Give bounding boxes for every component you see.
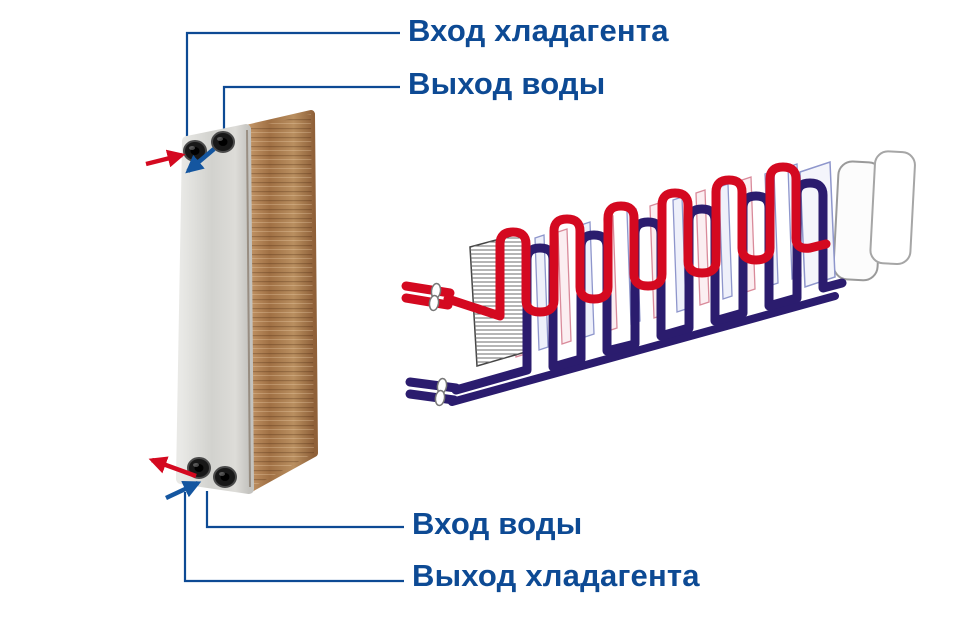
heat-exchanger-unit bbox=[145, 110, 318, 501]
coupling-icon bbox=[434, 389, 446, 407]
end-cover-plates bbox=[832, 150, 916, 282]
label-water-outlet: Выход воды bbox=[408, 66, 606, 101]
leader-line-refrigerant-outlet bbox=[183, 492, 404, 583]
hot-outlet-stub bbox=[401, 293, 453, 310]
cold-inlet-stub bbox=[405, 377, 461, 393]
cold-serpentine bbox=[451, 178, 847, 395]
cold-outlet-stub bbox=[405, 389, 459, 405]
leader-line-water-outlet bbox=[222, 85, 400, 131]
cold-bottom-rail bbox=[448, 292, 839, 406]
arrow-refrigerant-inlet-icon bbox=[145, 149, 186, 168]
flow-arrows bbox=[145, 147, 216, 501]
port-bottom-left-refrigerant-out bbox=[187, 457, 211, 479]
plate-stack-diagram bbox=[401, 150, 916, 407]
coupling-icon bbox=[428, 294, 440, 312]
arrow-water-inlet-icon bbox=[165, 480, 202, 501]
arrow-refrigerant-outlet-icon bbox=[148, 456, 197, 479]
label-refrigerant-inlet: Вход хладагента bbox=[408, 13, 669, 48]
port-top-right-water-out bbox=[211, 131, 235, 153]
arrow-water-outlet-icon bbox=[185, 147, 216, 174]
channel-plate bbox=[718, 183, 733, 300]
channel-plate bbox=[557, 228, 572, 345]
cold-circuit-tube bbox=[405, 178, 847, 406]
steel-front-plate bbox=[176, 124, 254, 494]
label-water-inlet: Вход воды bbox=[412, 506, 583, 541]
leader-line-refrigerant-inlet bbox=[185, 31, 400, 141]
hot-circuit-tube bbox=[401, 162, 831, 321]
leader-line-water-inlet bbox=[205, 491, 404, 529]
front-side-edge bbox=[246, 129, 251, 488]
hot-inlet-stub bbox=[401, 281, 455, 298]
hot-serpentine bbox=[443, 162, 831, 321]
port-bottom-right-water-in bbox=[213, 466, 237, 488]
copper-side-texture bbox=[246, 114, 314, 489]
pipe-couplings bbox=[428, 282, 448, 407]
leader-lines bbox=[183, 31, 404, 583]
label-refrigerant-outlet: Выход хладагента bbox=[412, 558, 700, 593]
